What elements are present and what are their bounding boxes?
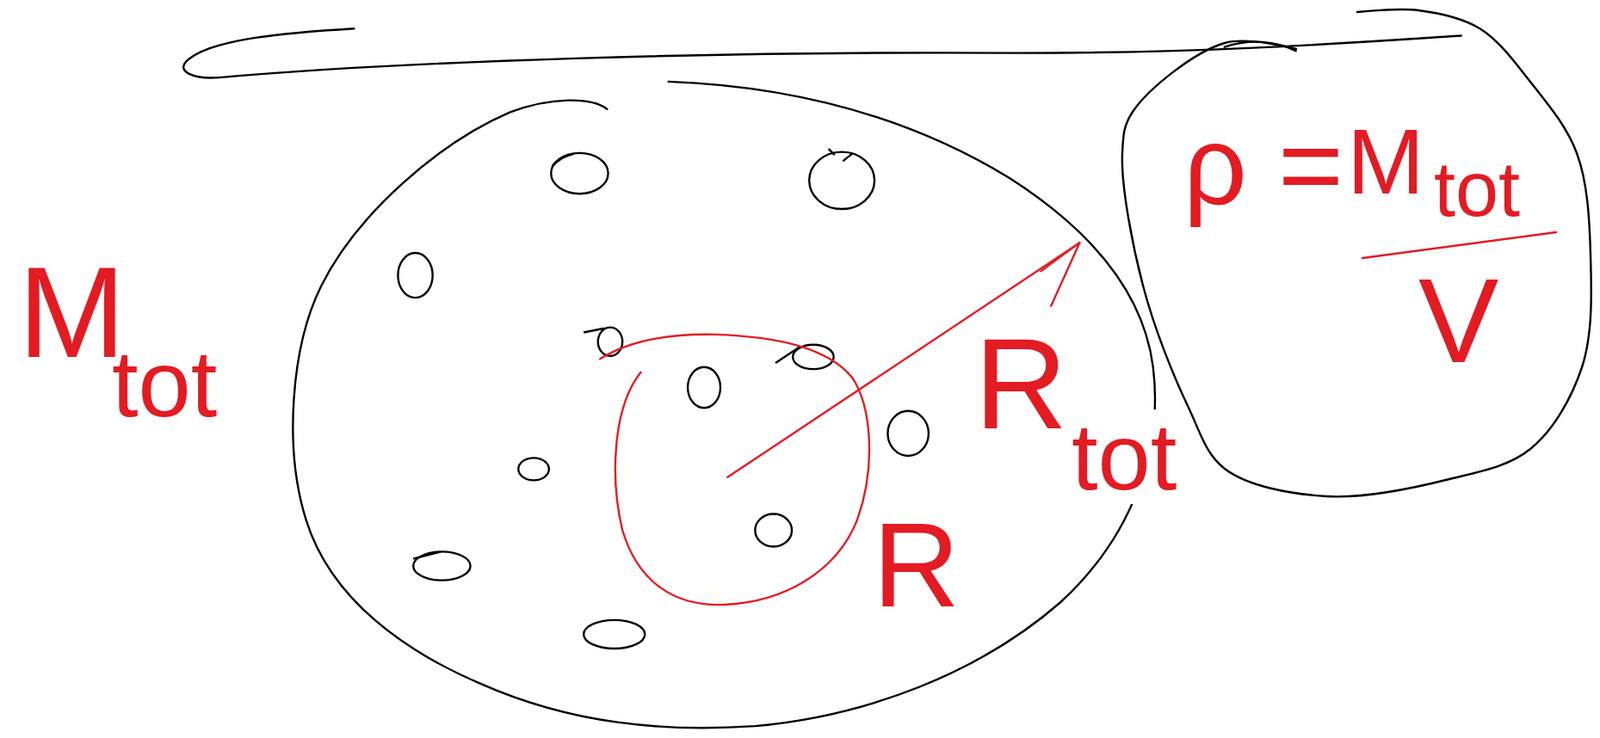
- bracket-line: [183, 28, 1462, 78]
- particles: [397, 148, 929, 649]
- stroke: [551, 154, 574, 167]
- formula-box: ρ =MtotV: [1118, 8, 1594, 504]
- subscript: tot: [1071, 409, 1177, 505]
- particle: [809, 152, 875, 210]
- particle: [518, 457, 550, 481]
- particle: [598, 327, 623, 357]
- radius-symbol: R: [872, 505, 960, 626]
- numerator-symbol: M: [1346, 115, 1425, 209]
- density-symbol: ρ =: [1183, 109, 1344, 222]
- box-outline: [1118, 8, 1594, 504]
- particle: [550, 153, 608, 194]
- mass-cloud: [292, 81, 1156, 729]
- subscript: tot: [1433, 150, 1520, 229]
- particle: [887, 411, 928, 457]
- box-border: [1122, 9, 1592, 497]
- stroke: [828, 148, 853, 161]
- arrow-head: [1040, 242, 1080, 307]
- stroke: [583, 328, 605, 334]
- fraction-bar: [1362, 232, 1557, 259]
- denominator-symbol: V: [1418, 260, 1499, 382]
- particle: [397, 253, 433, 298]
- stroke: [413, 551, 441, 559]
- subscript: tot: [111, 336, 217, 432]
- particle: [754, 514, 792, 548]
- radius-symbol: R: [974, 319, 1068, 449]
- particle: [583, 620, 645, 649]
- mass-symbol: M: [18, 247, 126, 377]
- radius-arrow: [727, 242, 1080, 478]
- stroke: [775, 346, 800, 364]
- particle: [413, 551, 470, 581]
- radius-sphere: [599, 334, 870, 606]
- particle: [687, 367, 721, 408]
